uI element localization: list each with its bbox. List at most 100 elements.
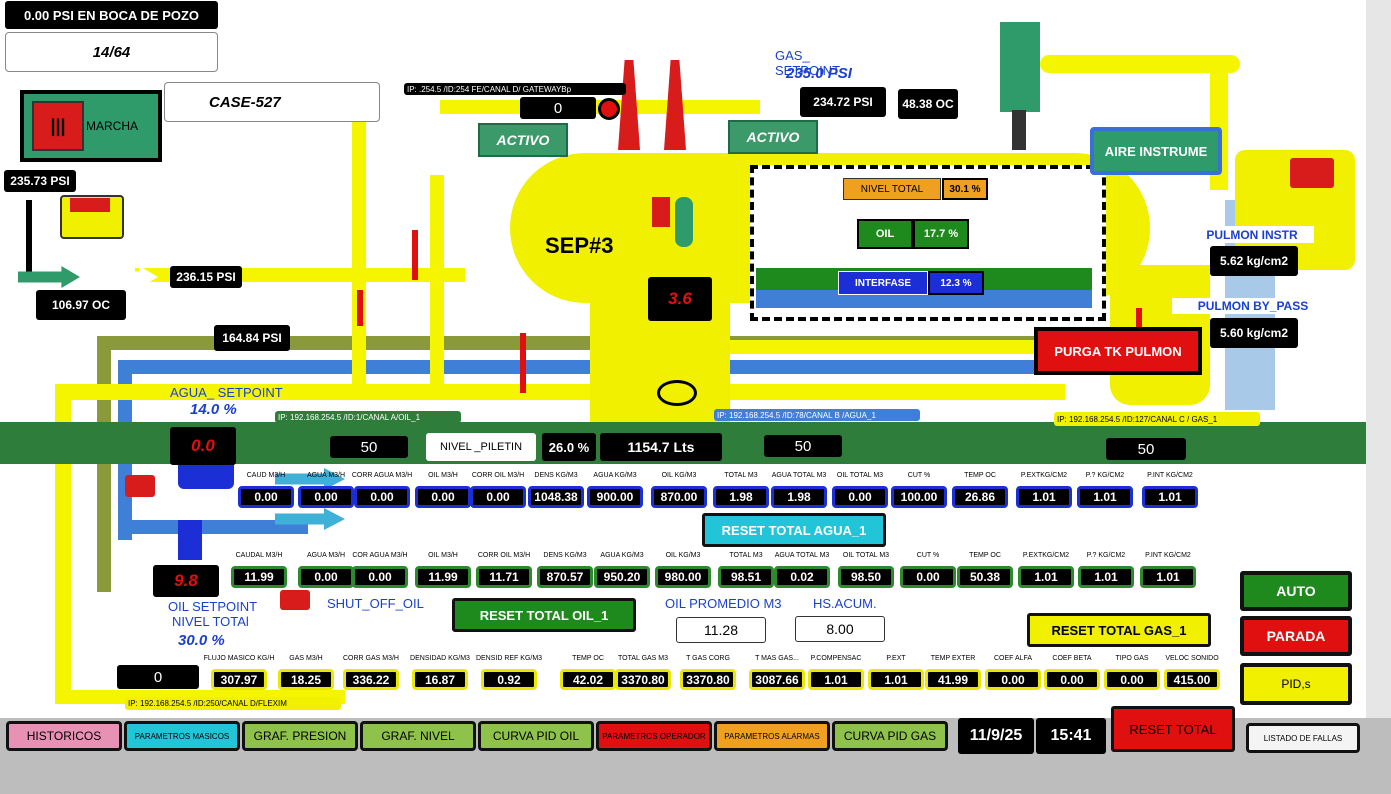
agua_row-header-1: AGUA M3/H — [306, 472, 346, 479]
reset-total-gas-button[interactable]: RESET TOTAL GAS_1 — [1027, 613, 1211, 647]
red-indicator — [598, 98, 620, 120]
gas_row-header-14: TIPO GAS — [1115, 655, 1149, 662]
curva-pid-oil-button[interactable]: CURVA PID OIL — [478, 721, 594, 751]
oil_row-value-6: 950.20 — [594, 566, 650, 588]
oil_row-header-0: CAUDAL M3/H — [235, 552, 283, 559]
yellow-pipe-main — [55, 384, 1065, 400]
curva-pid-gas-button[interactable]: CURVA PID GAS — [832, 721, 948, 751]
gas_row-value-10: 1.01 — [868, 669, 924, 690]
agua_row-header-13: P.EXTKG/CM2 — [1020, 472, 1068, 479]
gas_row-value-6: 3370.80 — [615, 669, 671, 690]
oil_row-value-8: 98.51 — [718, 566, 774, 588]
activo-status-2: ACTIVO — [728, 120, 818, 154]
yellow-pipe-left — [55, 384, 71, 704]
gas_row-header-0: FLUJO MASICO KG/H — [203, 655, 275, 662]
separator-title: SEP#3 — [545, 233, 614, 258]
gas_row-value-12: 0.00 — [985, 669, 1041, 690]
gas-setpoint-value: 235.0 PSI — [786, 65, 852, 82]
gas_row-value-2: 336.22 — [343, 669, 399, 690]
oil_row-value-12: 50.38 — [957, 566, 1013, 588]
agua_row-value-10: 0.00 — [832, 486, 888, 508]
black-post — [26, 200, 32, 272]
agua-valve-opening: 0.0 — [170, 427, 236, 465]
gas_row-value-4: 0.92 — [481, 669, 537, 690]
yellow-pipe-riser1 — [352, 100, 366, 390]
oil_row-value-7: 980.00 — [655, 566, 711, 588]
oil_row-header-2: COR AGUA M3/H — [352, 552, 408, 559]
agua-actuator — [125, 475, 155, 497]
gas_row-header-7: T GAS CORG — [686, 655, 730, 662]
agua_row-value-13: 1.01 — [1016, 486, 1072, 508]
gas_row-header-6: TOTAL GAS M3 — [617, 655, 669, 662]
oil_row-header-12: TEMP OC — [969, 552, 1001, 559]
oil_row-header-6: AGUA KG/M3 — [600, 552, 644, 559]
gas_row-value-7: 3370.80 — [680, 669, 736, 690]
gas_row-header-8: T MAS GAS... — [755, 655, 799, 662]
gas-pressure: 234.72 PSI — [800, 87, 886, 117]
aire-instrumento-button[interactable]: AIRE INSTRUME — [1090, 127, 1222, 175]
gas_row-value-14: 0.00 — [1104, 669, 1160, 690]
yellow-pipe-right — [1040, 55, 1240, 73]
oil_row-value-15: 1.01 — [1140, 566, 1196, 588]
pid-button[interactable]: PID,s — [1240, 663, 1352, 705]
blue-pipe-low — [118, 520, 308, 534]
oil-meter-ip: IP: 192.168.254.5 /ID:78/CANAL B /AGUA_1 — [714, 409, 920, 421]
parametros-operador-button[interactable]: PARAMETROS OPERADOR — [596, 721, 712, 751]
piletin-liters: 1154.7 Lts — [600, 433, 722, 461]
parada-button[interactable]: PARADA — [1240, 616, 1352, 656]
red-rod-1 — [357, 290, 363, 326]
purga-tk-pulmon-button[interactable]: PURGA TK PULMON — [1034, 327, 1202, 375]
listado-de-fallas-button[interactable]: LISTADO DE FALLAS — [1246, 723, 1360, 753]
piletin-value-2: 50 — [764, 435, 842, 457]
oil_row-header-9: AGUA TOTAL M3 — [774, 552, 830, 559]
oil_row-header-7: OIL KG/M3 — [665, 552, 701, 559]
flow-arrow-2 — [275, 508, 345, 530]
gas_row-header-2: CORR GAS M3/H — [342, 655, 399, 662]
graf-nivel-button[interactable]: GRAF. NIVEL — [360, 721, 476, 751]
auto-button[interactable]: AUTO — [1240, 571, 1352, 611]
flow-arrow-1 — [275, 468, 345, 490]
gas_row-value-9: 1.01 — [808, 669, 864, 690]
nivel-total-label: NIVEL TOTAL — [843, 178, 941, 200]
reset-total-button[interactable]: RESET TOTAL — [1111, 706, 1235, 752]
pulmon-instr-label: PULMON INSTR — [1190, 226, 1314, 243]
oil_row-header-1: AGUA M3/H — [306, 552, 346, 559]
gas_row-header-5: TEMP OC — [572, 655, 604, 662]
hs-acum-value: 8.00 — [795, 616, 885, 642]
yellow-pipe-riser2 — [430, 175, 444, 390]
oil_row-header-14: P.? KG/CM2 — [1086, 552, 1126, 559]
agua_row-header-12: TEMP OC — [964, 472, 996, 479]
current-time: 15:41 — [1036, 718, 1106, 754]
gas_row-header-3: DENSIDAD KG/M3 — [410, 655, 470, 662]
gas-flexim-zero: 0 — [117, 665, 199, 689]
reset-total-agua-button[interactable]: RESET TOTAL AGUA_1 — [702, 513, 886, 547]
parametros-alarmas-button[interactable]: PARAMETROS ALARMAS — [714, 721, 830, 751]
marcha-button[interactable]: ||| MARCHA — [20, 90, 162, 162]
oil_row-value-3: 11.99 — [415, 566, 471, 588]
agua_row-value-4: 0.00 — [470, 486, 526, 508]
flexim-meter-ip: IP: 192.168.254.5 /ID:250/CANAL D/FLEXIM — [125, 697, 341, 710]
agua-line-pressure: 164.84 PSI — [214, 325, 290, 351]
separator-valve-opening: 3.6 — [648, 277, 712, 321]
reset-total-oil-button[interactable]: RESET TOTAL OIL_1 — [452, 598, 636, 632]
historicos-button[interactable]: HISTORICOS — [6, 721, 122, 751]
agua_row-value-1: 0.00 — [298, 486, 354, 508]
agua-meter-ip: IP: 192.168.254.5 /ID:1/CANAL A/OIL_1 — [275, 411, 461, 423]
oil_row-header-8: TOTAL M3 — [729, 552, 763, 559]
graf-presion-button[interactable]: GRAF. PRESION — [242, 721, 358, 751]
shutoff-actuator — [280, 590, 310, 610]
agua_row-header-5: DENS KG/M3 — [534, 472, 578, 479]
oil_row-value-13: 1.01 — [1018, 566, 1074, 588]
gas_row-header-15: VELOC SONIDO — [1165, 655, 1219, 662]
gas_row-value-3: 16.87 — [412, 669, 468, 690]
nivel-total-value: 30.1 % — [942, 178, 988, 200]
marcha-icon: ||| — [32, 101, 84, 151]
choke-size: 14/64 — [5, 32, 218, 72]
gas_row-header-10: P.EXT — [886, 655, 906, 662]
parametros-masicos-button[interactable]: PARAMETROS MASICOS — [124, 721, 240, 751]
oil_row-value-11: 0.00 — [900, 566, 956, 588]
inlet-arrow — [18, 266, 80, 288]
oil-valve-body — [178, 520, 202, 560]
red-rod-3 — [520, 333, 526, 393]
red-rod-4 — [1136, 308, 1142, 332]
